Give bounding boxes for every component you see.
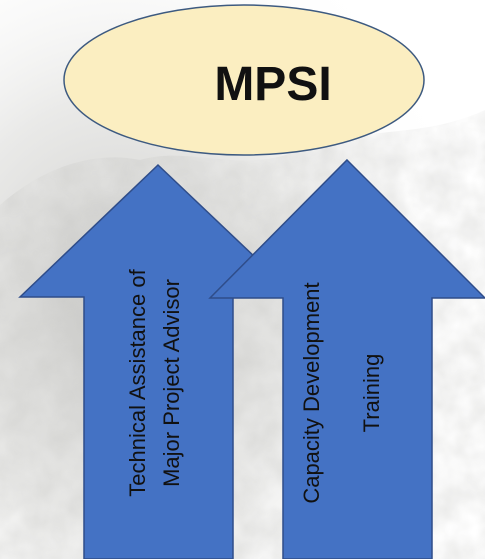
capacity-development-line1: Capacity Development (299, 282, 324, 503)
capacity-development-label: Capacity Development Training (299, 282, 384, 503)
capacity-development-arrow (208, 158, 485, 559)
mpsi-ellipse (63, 4, 425, 156)
mpsi-title: MPSI (214, 58, 331, 111)
capacity-development-line2: Training (359, 354, 384, 433)
technical-assistance-line2: Major Project Advisor (159, 279, 184, 487)
technical-assistance-label: Technical Assistance of Major Project Ad… (125, 268, 184, 496)
technical-assistance-line1: Technical Assistance of (125, 268, 150, 496)
